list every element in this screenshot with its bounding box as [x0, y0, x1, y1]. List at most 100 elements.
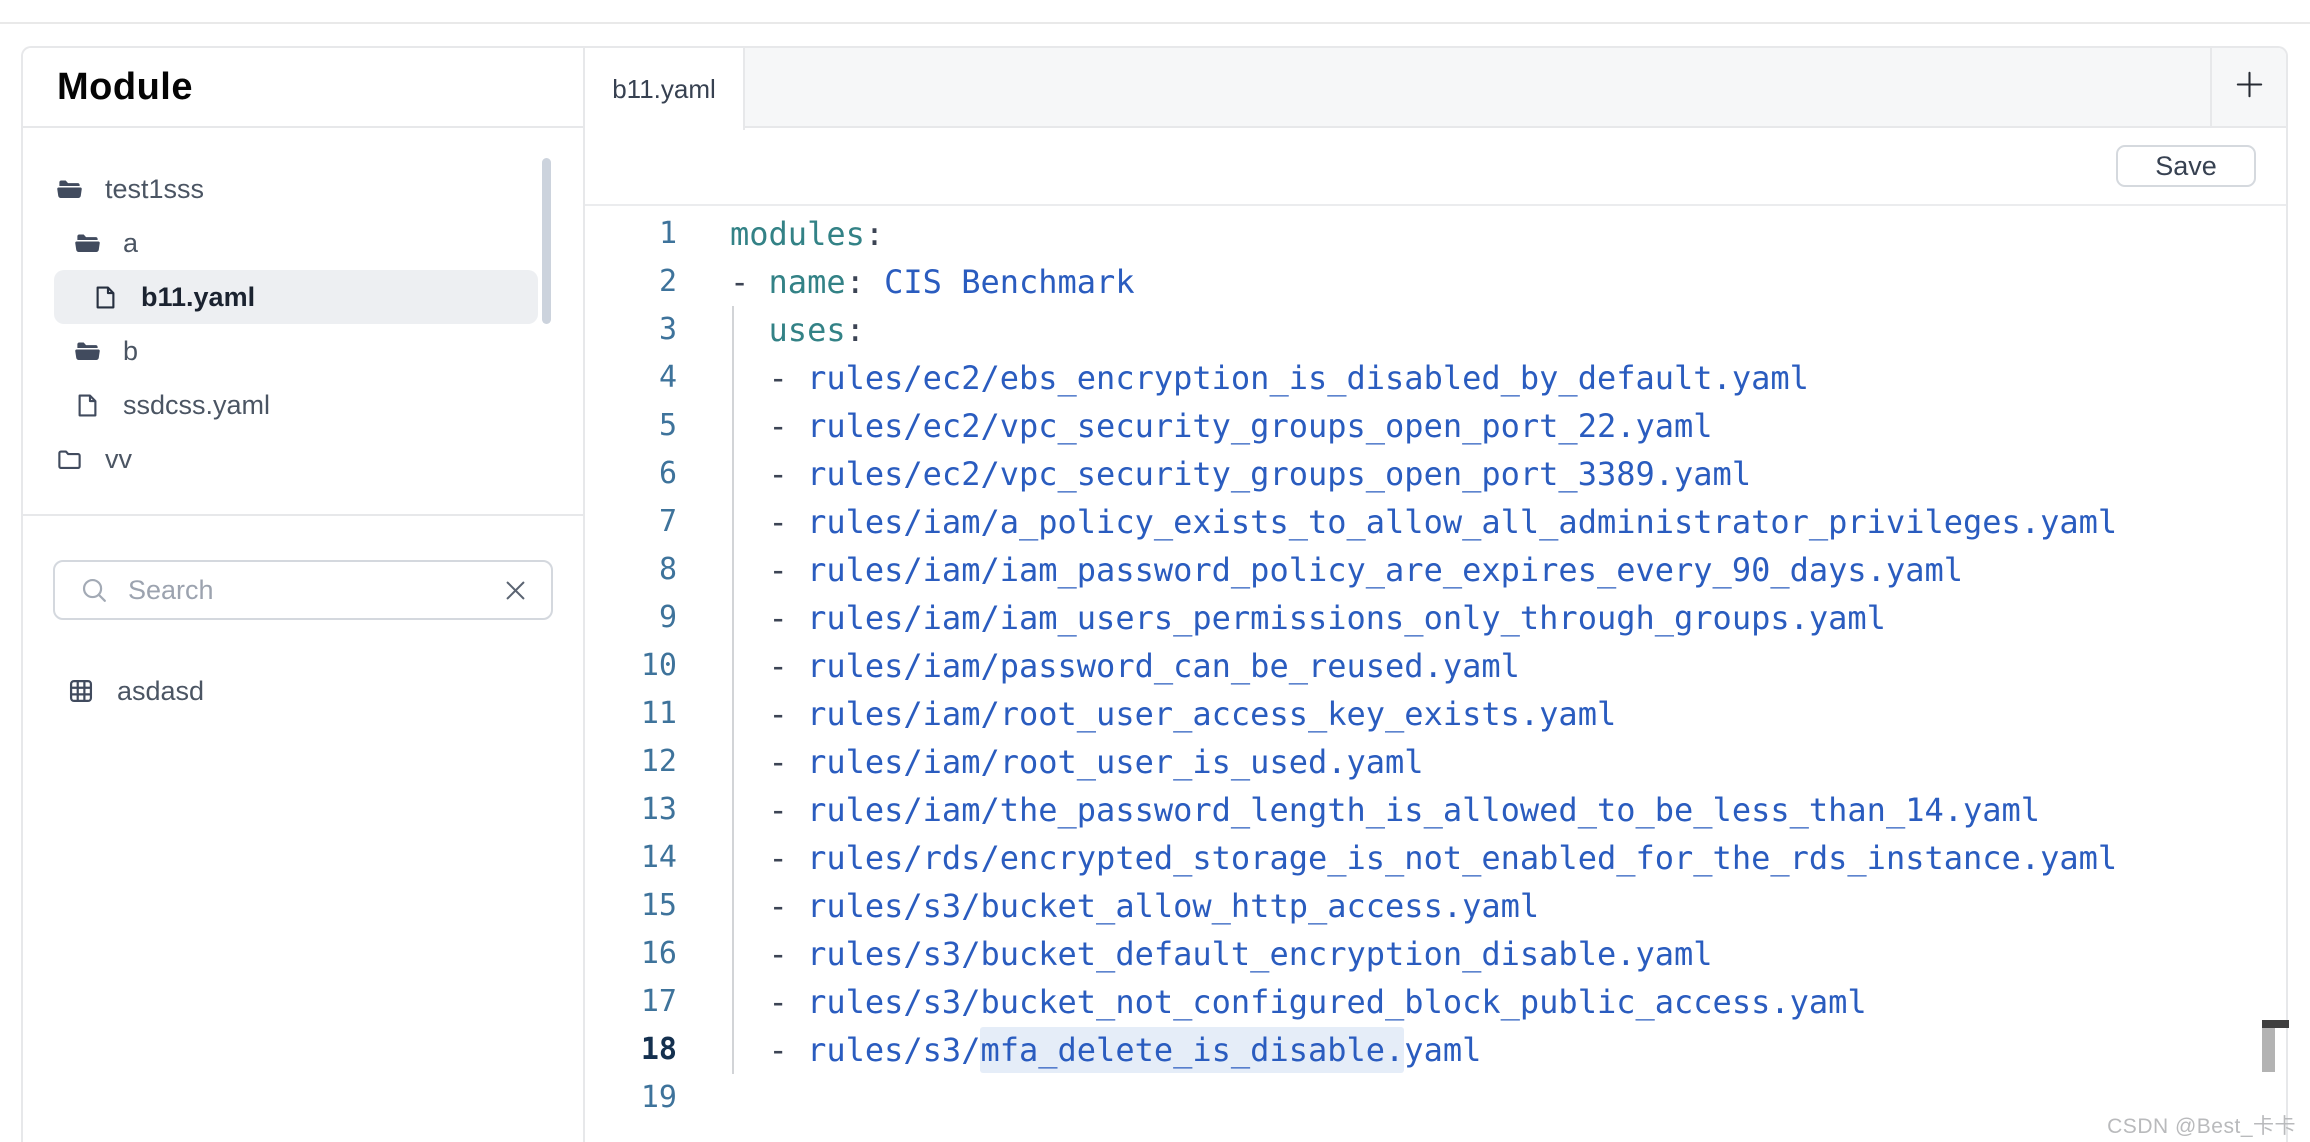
token-pun: -	[730, 1031, 808, 1069]
code-text: - rules/ec2/ebs_encryption_is_disabled_b…	[730, 354, 1809, 402]
token-val: rules/iam/root_user_is_used.yaml	[807, 743, 1424, 781]
code-line-17[interactable]: 17 - rules/s3/bucket_not_configured_bloc…	[585, 978, 2286, 1026]
token-val: rules/s3/	[807, 1031, 981, 1069]
save-button[interactable]: Save	[2116, 145, 2256, 187]
tree-item-label: test1sss	[105, 173, 205, 204]
token-pun: -	[730, 983, 808, 1021]
code-line-8[interactable]: 8 - rules/iam/iam_password_policy_are_ex…	[585, 546, 2286, 594]
token-val: rules/iam/the_password_length_is_allowed…	[807, 791, 2041, 829]
line-number: 5	[658, 408, 677, 443]
token-pun: -	[730, 599, 808, 637]
plus-icon	[2233, 68, 2266, 106]
code-line-14[interactable]: 14 - rules/rds/encrypted_storage_is_not_…	[585, 834, 2286, 882]
folder-open-icon	[56, 176, 83, 203]
token-val: rules/s3/bucket_allow_http_access.yaml	[807, 887, 1540, 925]
tree-scrollbar-thumb[interactable]	[542, 158, 551, 324]
tabbar-empty-space	[745, 48, 2210, 126]
code-text: - rules/s3/bucket_allow_http_access.yaml	[730, 882, 1540, 930]
search-box[interactable]	[53, 560, 553, 620]
token-pun: -	[730, 695, 808, 733]
code-line-5[interactable]: 5 - rules/ec2/vpc_security_groups_open_p…	[585, 402, 2286, 450]
token-pun: -	[730, 791, 808, 829]
folder-closed-icon	[56, 446, 83, 473]
sidebar-header: Module	[23, 48, 583, 128]
line-number: 16	[640, 936, 677, 971]
tree-item-ssdcss-yaml[interactable]: ssdcss.yaml	[54, 378, 538, 432]
token-val: rules/iam/iam_users_permissions_only_thr…	[807, 599, 1886, 637]
code-line-18[interactable]: 18 - rules/s3/mfa_delete_is_disable.yaml	[585, 1026, 2286, 1074]
tab-b11-yaml[interactable]: b11.yaml	[585, 48, 745, 130]
token-pun: -	[730, 887, 808, 925]
tree-item-label: vv	[105, 443, 132, 474]
token-pun: -	[730, 359, 808, 397]
code-text: - rules/s3/mfa_delete_is_disable.yaml	[730, 1026, 1481, 1074]
code-text: - rules/s3/bucket_not_configured_block_p…	[730, 978, 1867, 1026]
code-line-15[interactable]: 15 - rules/s3/bucket_allow_http_access.y…	[585, 882, 2286, 930]
line-number: 19	[640, 1080, 677, 1115]
tree-item-b11-yaml[interactable]: b11.yaml	[54, 270, 538, 324]
token-pun	[730, 311, 769, 349]
indent-guide	[732, 306, 734, 1074]
token-val: rules/ec2/vpc_security_groups_open_port_…	[807, 455, 1752, 493]
line-number: 11	[640, 696, 677, 731]
code-line-19[interactable]: 19	[585, 1074, 2286, 1122]
token-pun: -	[730, 935, 808, 973]
token-val: rules/rds/encrypted_storage_is_not_enabl…	[807, 839, 2118, 877]
search-input[interactable]	[128, 574, 484, 606]
token-val: rules/iam/password_can_be_reused.yaml	[807, 647, 1520, 685]
watermark-text: CSDN @Best_卡卡	[2107, 1115, 2296, 1138]
token-pun: -	[730, 503, 808, 541]
code-line-7[interactable]: 7 - rules/iam/a_policy_exists_to_allow_a…	[585, 498, 2286, 546]
token-pun: -	[730, 551, 808, 589]
line-number: 14	[640, 840, 677, 875]
token-val: rules/iam/a_policy_exists_to_allow_all_a…	[807, 503, 2118, 541]
code-line-3[interactable]: 3 uses:	[585, 306, 2286, 354]
token-val: rules/s3/bucket_default_encryption_disab…	[807, 935, 1713, 973]
code-line-12[interactable]: 12 - rules/iam/root_user_is_used.yaml	[585, 738, 2286, 786]
token-val: rules/s3/bucket_not_configured_block_pub…	[807, 983, 1867, 1021]
token-key: modules	[730, 215, 865, 253]
editor-scrollbar-thumb[interactable]	[2262, 1028, 2275, 1072]
tree-item-test1sss[interactable]: test1sss	[54, 162, 538, 216]
code-line-2[interactable]: 2- name: CIS Benchmark	[585, 258, 2286, 306]
highlighted-match: mfa_delete_is_disable.	[980, 1027, 1405, 1073]
code-text: - rules/iam/root_user_is_used.yaml	[730, 738, 1424, 786]
code-line-16[interactable]: 16 - rules/s3/bucket_default_encryption_…	[585, 930, 2286, 978]
token-pun: -	[730, 407, 808, 445]
token-val: rules/iam/root_user_access_key_exists.ya…	[807, 695, 1617, 733]
token-pun: -	[730, 455, 808, 493]
code-line-11[interactable]: 11 - rules/iam/root_user_access_key_exis…	[585, 690, 2286, 738]
code-line-13[interactable]: 13 - rules/iam/the_password_length_is_al…	[585, 786, 2286, 834]
sidebar-item-asdasd[interactable]: asdasd	[53, 664, 553, 718]
code-text: - rules/iam/password_can_be_reused.yaml	[730, 642, 1520, 690]
code-text: - rules/iam/the_password_length_is_allow…	[730, 786, 2041, 834]
token-val: CIS Benchmark	[864, 263, 1135, 301]
code-line-6[interactable]: 6 - rules/ec2/vpc_security_groups_open_p…	[585, 450, 2286, 498]
add-tab-button[interactable]	[2210, 48, 2286, 126]
editor-scrollbar-corner[interactable]	[2262, 1020, 2289, 1028]
token-val: rules/ec2/vpc_security_groups_open_port_…	[807, 407, 1713, 445]
code-line-4[interactable]: 4 - rules/ec2/ebs_encryption_is_disabled…	[585, 354, 2286, 402]
tree-item-a[interactable]: a	[54, 216, 538, 270]
code-line-9[interactable]: 9 - rules/iam/iam_users_permissions_only…	[585, 594, 2286, 642]
file-icon	[92, 284, 119, 311]
code-text: - rules/ec2/vpc_security_groups_open_por…	[730, 402, 1713, 450]
token-pun: -	[730, 839, 808, 877]
code-line-10[interactable]: 10 - rules/iam/password_can_be_reused.ya…	[585, 642, 2286, 690]
grid-icon	[67, 677, 95, 705]
token-val: rules/iam/iam_password_policy_are_expire…	[807, 551, 1963, 589]
editor-toolbar: Save	[585, 128, 2286, 206]
tab-bar: b11.yaml	[585, 48, 2286, 130]
tree-item-b[interactable]: b	[54, 324, 538, 378]
sidebar-item-label: asdasd	[117, 675, 205, 706]
tree-item-label: b11.yaml	[141, 281, 256, 312]
tree-item-vv[interactable]: vv	[54, 432, 538, 486]
line-number: 7	[658, 504, 677, 539]
token-pun: -	[730, 263, 769, 301]
close-icon[interactable]	[502, 577, 529, 604]
